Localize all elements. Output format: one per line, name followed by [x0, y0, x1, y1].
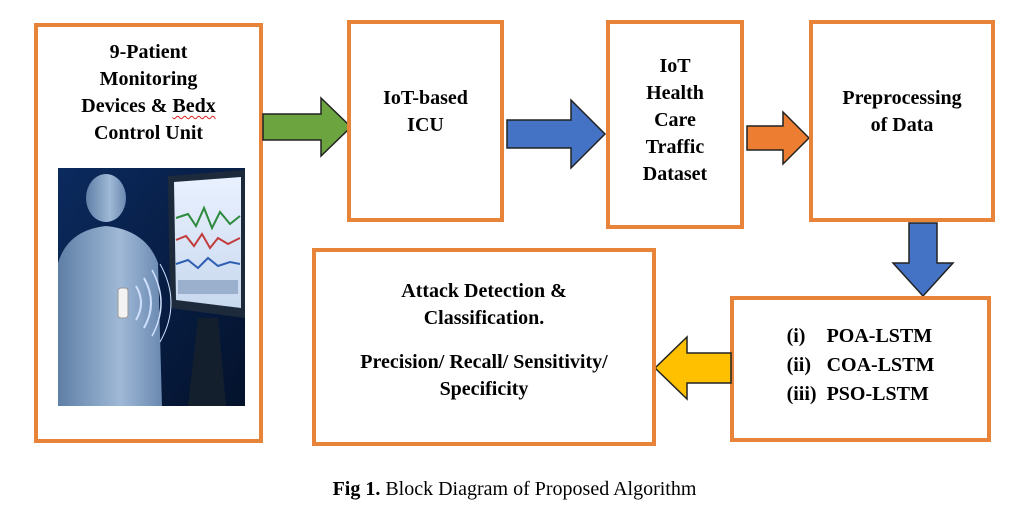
dataset-line-2: Health	[646, 82, 704, 104]
dataset-line-5: Dataset	[642, 163, 708, 185]
patient-line-2: Monitoring	[99, 68, 198, 90]
attack-title-line-2: Classification.	[423, 307, 545, 329]
caption-label: Fig 1.	[332, 478, 381, 500]
arrow-to-attack-detection	[653, 335, 732, 401]
model-item-1: (i) POA-LSTM	[787, 322, 935, 351]
figure-caption: Fig 1. Block Diagram of Proposed Algorit…	[0, 478, 1029, 501]
preprocessing-box: Preprocessing of Data	[809, 20, 995, 222]
attack-metric-line-1: Precision/ Recall/ Sensitivity/	[360, 351, 608, 373]
dataset-line-3: Care	[654, 109, 696, 131]
preprocess-line-2: of Data	[870, 114, 934, 136]
patient-line-3: Devices & Bedx	[38, 93, 259, 120]
patient-line-3-text: Devices &	[81, 95, 173, 117]
caption-text: Block Diagram of Proposed Algorithm	[380, 478, 697, 500]
dataset-line-4: Traffic	[645, 136, 705, 158]
attack-spacer	[316, 332, 652, 349]
arrow-to-icu	[262, 96, 353, 158]
model-3-label: PSO-LSTM	[826, 382, 929, 405]
patient-monitor-illustration	[58, 168, 245, 406]
iot-icu-box: IoT-based ICU	[347, 20, 504, 222]
model-2-num: (ii)	[786, 353, 812, 376]
model-item-3: (iii) PSO-LSTM	[787, 380, 935, 409]
model-2-label: COA-LSTM	[826, 353, 935, 376]
preprocess-line-1: Preprocessing	[842, 87, 962, 109]
dataset-line-1: IoT	[659, 55, 691, 77]
attack-title-line-1: Attack Detection &	[401, 280, 567, 302]
patient-line-1: 9-Patient	[109, 41, 188, 63]
icu-line-2: ICU	[407, 114, 444, 136]
arrow-to-dataset	[506, 98, 607, 170]
attack-detection-box: Attack Detection & Classification. Preci…	[312, 248, 656, 446]
attack-metric-line-2: Specificity	[439, 378, 529, 400]
model-1-label: POA-LSTM	[826, 324, 933, 347]
patient-monitoring-box: 9-Patient Monitoring Devices & Bedx Cont…	[34, 23, 263, 443]
arrow-to-preprocessing	[746, 110, 811, 166]
bedx-word: Bedx	[172, 95, 216, 117]
icu-line-1: IoT-based	[383, 87, 468, 109]
models-box: (i) POA-LSTM (ii) COA-LSTM (iii) PSO-LST…	[730, 296, 991, 442]
model-1-num: (i)	[786, 324, 806, 347]
patient-line-4: Control Unit	[93, 122, 204, 144]
model-item-2: (ii) COA-LSTM	[787, 351, 935, 380]
model-list: (i) POA-LSTM (ii) COA-LSTM (iii) PSO-LST…	[787, 322, 935, 409]
arrow-to-models	[891, 222, 955, 298]
model-3-num: (iii)	[786, 382, 817, 405]
dataset-box: IoT Health Care Traffic Dataset	[606, 20, 744, 229]
patient-monitor-photo	[58, 168, 245, 406]
